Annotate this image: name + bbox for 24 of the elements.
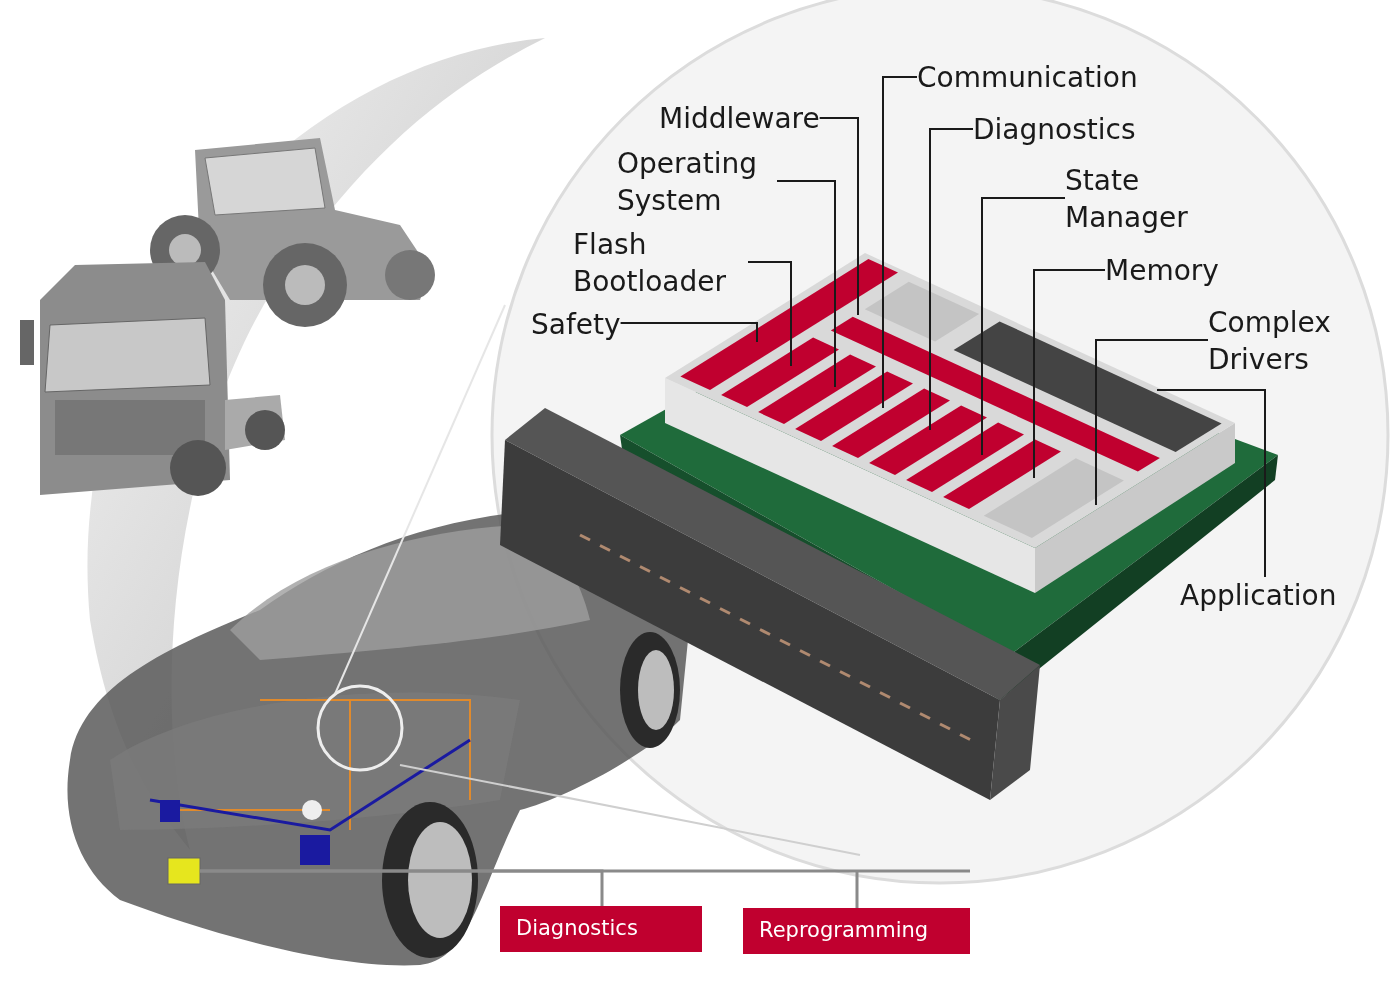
leader-line bbox=[929, 128, 974, 431]
component-label: Memory bbox=[1105, 252, 1219, 289]
component-label: Safety bbox=[531, 306, 621, 343]
connector-port bbox=[167, 857, 201, 885]
leader-line bbox=[1095, 339, 1209, 506]
component-label: Application bbox=[1180, 577, 1337, 614]
leader-line bbox=[747, 261, 792, 367]
component-label: Complex Drivers bbox=[1208, 304, 1358, 378]
leader-line bbox=[882, 76, 918, 409]
leader-line bbox=[981, 197, 1066, 456]
component-label: Operating System bbox=[617, 145, 777, 219]
leader-line bbox=[818, 117, 859, 316]
function-box: Diagnostics bbox=[500, 906, 702, 952]
leader-line bbox=[776, 180, 836, 388]
bus-line bbox=[198, 869, 972, 910]
leader-line bbox=[619, 322, 758, 343]
component-label: Flash Bootloader bbox=[573, 226, 748, 300]
component-label: Diagnostics bbox=[973, 111, 1136, 148]
leader-line bbox=[1156, 389, 1266, 578]
leader-line bbox=[1033, 269, 1106, 479]
component-label: State Manager bbox=[1065, 162, 1215, 236]
function-box: Reprogramming bbox=[743, 908, 970, 954]
component-label: Middleware bbox=[659, 100, 820, 137]
component-label: Communication bbox=[917, 59, 1138, 96]
